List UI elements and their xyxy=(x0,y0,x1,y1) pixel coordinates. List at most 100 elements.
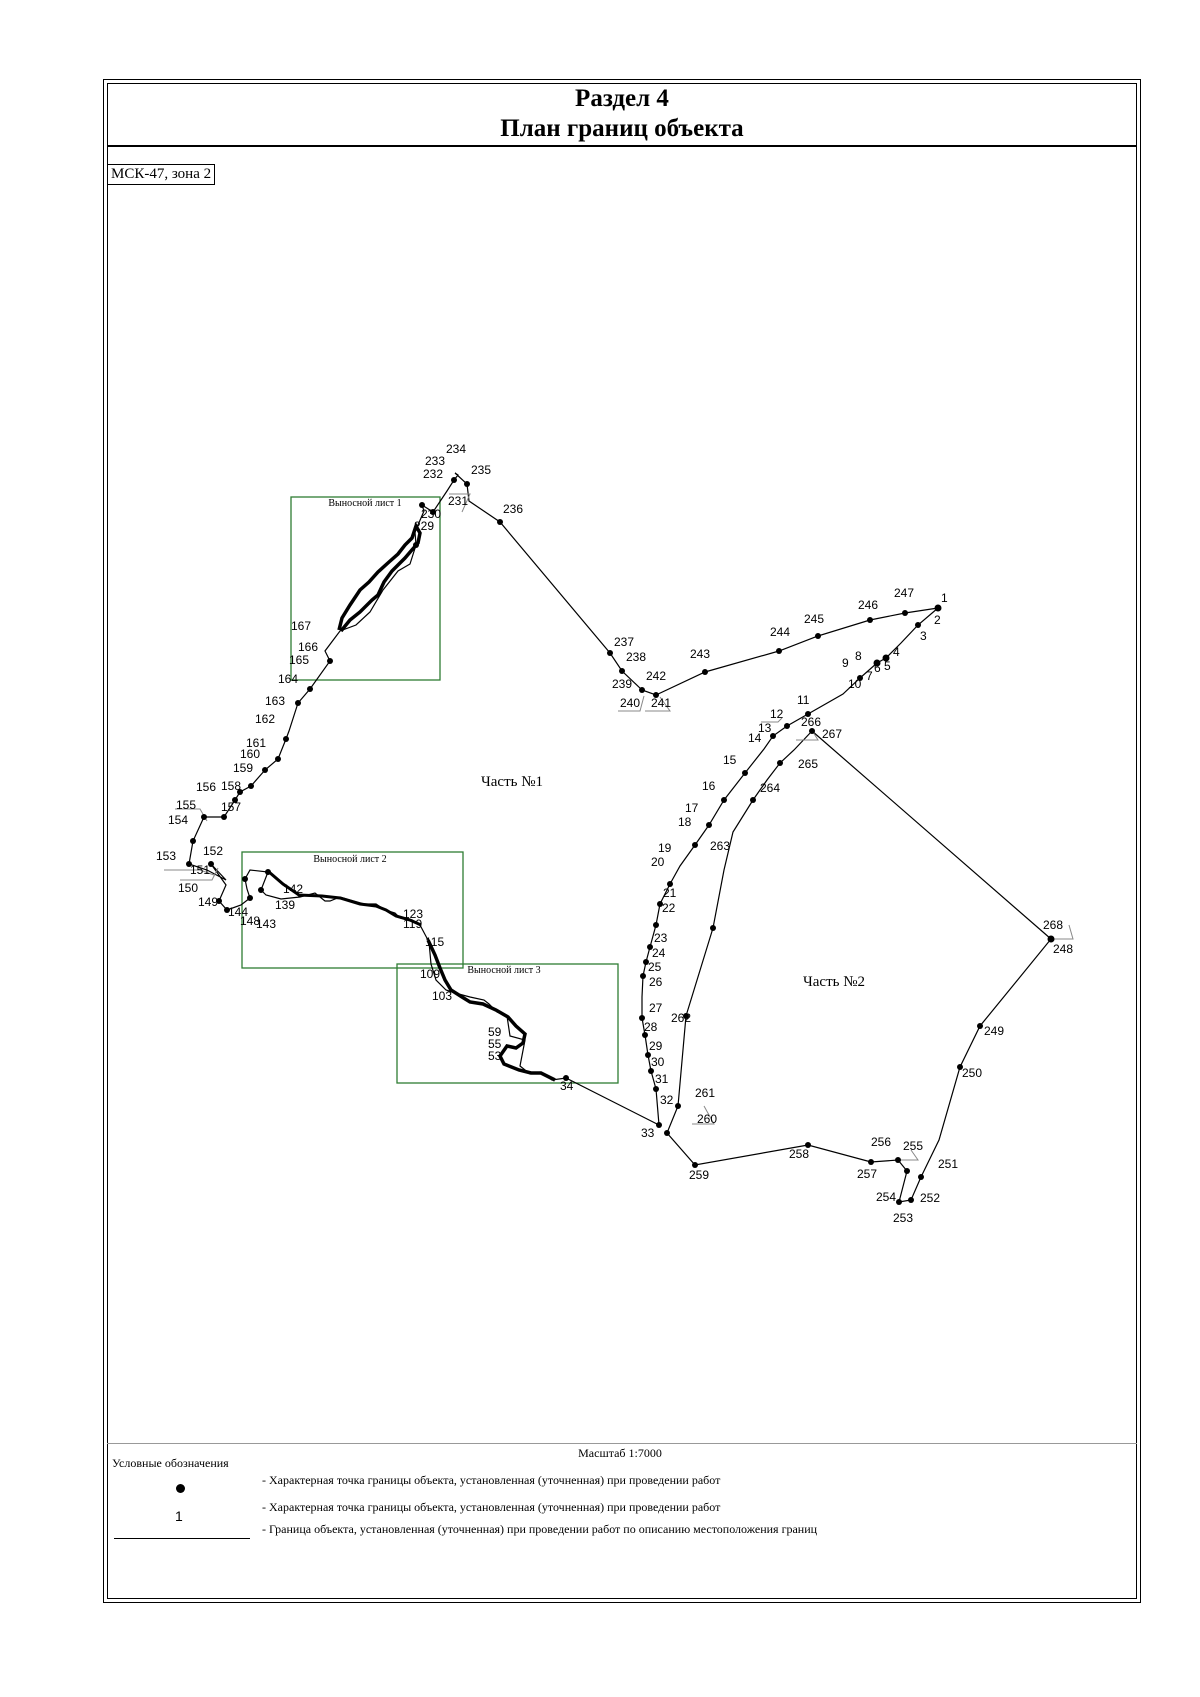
point-label: 17 xyxy=(685,801,699,815)
point-label: 167 xyxy=(291,619,311,633)
point-label: 248 xyxy=(1053,942,1073,956)
point-label: 237 xyxy=(614,635,634,649)
point-label: 14 xyxy=(748,731,762,745)
point-label: 31 xyxy=(655,1072,669,1086)
point-label: 232 xyxy=(423,467,443,481)
point-label: 16 xyxy=(702,779,716,793)
boundary-part2 xyxy=(666,730,1052,1203)
point-label: 253 xyxy=(893,1211,913,1225)
point-label: 3 xyxy=(920,629,927,643)
dense-segment-3 xyxy=(268,870,422,927)
point-label: 152 xyxy=(203,844,223,858)
point-label: 28 xyxy=(644,1020,658,1034)
point-label: 11 xyxy=(797,693,810,707)
legend-point-text: - Характерная точка границы объекта, уст… xyxy=(262,1473,721,1487)
point-label: 34 xyxy=(560,1079,574,1093)
point-label: 268 xyxy=(1043,918,1063,932)
outer-frame xyxy=(103,79,1141,1603)
point-label: 165 xyxy=(289,653,309,667)
point-label: 142 xyxy=(283,882,303,896)
point-label: 252 xyxy=(920,1191,940,1205)
point-label: 10 xyxy=(848,677,862,691)
point-label: 247 xyxy=(894,586,914,600)
point-label: 236 xyxy=(503,502,523,516)
point-label: 148 xyxy=(240,914,260,928)
point-label: 139 xyxy=(275,898,295,912)
point-label: 18 xyxy=(678,815,692,829)
point-label: 265 xyxy=(798,757,818,771)
dense-segment-2 xyxy=(426,939,556,1082)
point-label: 166 xyxy=(298,640,318,654)
point-label: 151 xyxy=(190,863,210,877)
point-label: 251 xyxy=(938,1157,958,1171)
point-label: 32 xyxy=(660,1093,674,1107)
callout-lines xyxy=(164,493,1074,1161)
point-label: 159 xyxy=(233,761,253,775)
boundary-part1 xyxy=(188,472,939,1127)
point-label: 238 xyxy=(626,650,646,664)
point-label: 164 xyxy=(278,672,298,686)
point-label: 7 xyxy=(866,669,873,683)
point-label: 244 xyxy=(770,625,790,639)
point-label: 55 xyxy=(488,1037,502,1051)
point-label: 8 xyxy=(855,649,862,663)
section-title: Раздел 4 xyxy=(575,85,669,112)
point-label: 264 xyxy=(760,781,780,795)
legend-number-text: - Характерная точка границы объекта, уст… xyxy=(262,1500,721,1514)
point-label: 149 xyxy=(198,895,218,909)
point-label: 155 xyxy=(176,798,196,812)
point-label: 267 xyxy=(822,727,842,741)
point-label: 229 xyxy=(414,519,434,533)
point-label: 240 xyxy=(620,696,640,710)
point-label: 4 xyxy=(893,645,900,659)
point-label: 261 xyxy=(695,1086,715,1100)
point-label: 231 xyxy=(448,494,468,508)
inset-frame-3 xyxy=(396,963,619,1084)
point-label: 266 xyxy=(801,715,821,729)
point-label: 245 xyxy=(804,612,824,626)
point-label: 144 xyxy=(228,905,248,919)
point-label: 12 xyxy=(770,707,784,721)
page-header: Раздел 4 План границ объекта xyxy=(107,83,1137,147)
point-label: 258 xyxy=(789,1147,809,1161)
inset-label-2: Выносной лист 2 xyxy=(313,854,386,865)
point-label: 241 xyxy=(651,696,671,710)
point-label: 255 xyxy=(903,1139,923,1153)
point-label: 26 xyxy=(649,975,663,989)
point-label: 20 xyxy=(651,855,665,869)
point-label: 233 xyxy=(425,454,445,468)
point-label: 103 xyxy=(432,989,452,1003)
point-label: 30 xyxy=(651,1055,665,1069)
point-label: 15 xyxy=(723,753,737,767)
point-label: 123 xyxy=(403,907,423,921)
point-label: 246 xyxy=(858,598,878,612)
point-label: 59 xyxy=(488,1025,502,1039)
point-label: 249 xyxy=(984,1024,1004,1038)
point-label: 29 xyxy=(649,1039,663,1053)
legend-title: Условные обозначения xyxy=(112,1456,229,1470)
point-label: 2 xyxy=(934,613,941,627)
point-label: 154 xyxy=(168,813,188,827)
point-label: 161 xyxy=(246,736,266,750)
point-label: 22 xyxy=(662,901,676,915)
point-label: 143 xyxy=(256,917,276,931)
point-label: 230 xyxy=(421,507,441,521)
plan-title: План границ объекта xyxy=(500,115,744,142)
coordinate-system-label: МСК-47, зона 2 xyxy=(107,164,216,185)
point-label: 160 xyxy=(240,747,260,761)
point-label: 239 xyxy=(612,677,632,691)
point-label: 27 xyxy=(649,1001,663,1015)
point-label: 156 xyxy=(196,780,216,794)
point-number-labels: 1 2 3 4 5 6 7 8 9 10 11 12 13 14 15 16 1… xyxy=(156,442,1073,1225)
point-label: 234 xyxy=(446,442,466,456)
point-label: 24 xyxy=(652,946,666,960)
point-label: 115 xyxy=(425,935,444,949)
point-label: 250 xyxy=(962,1066,982,1080)
point-label: 157 xyxy=(221,800,241,814)
point-label: 1 xyxy=(941,591,948,605)
point-label: 163 xyxy=(265,694,285,708)
point-label: 256 xyxy=(871,1135,891,1149)
point-label: 21 xyxy=(663,886,677,900)
point-label: 25 xyxy=(648,960,662,974)
part1-label: Часть №1 xyxy=(481,774,543,790)
